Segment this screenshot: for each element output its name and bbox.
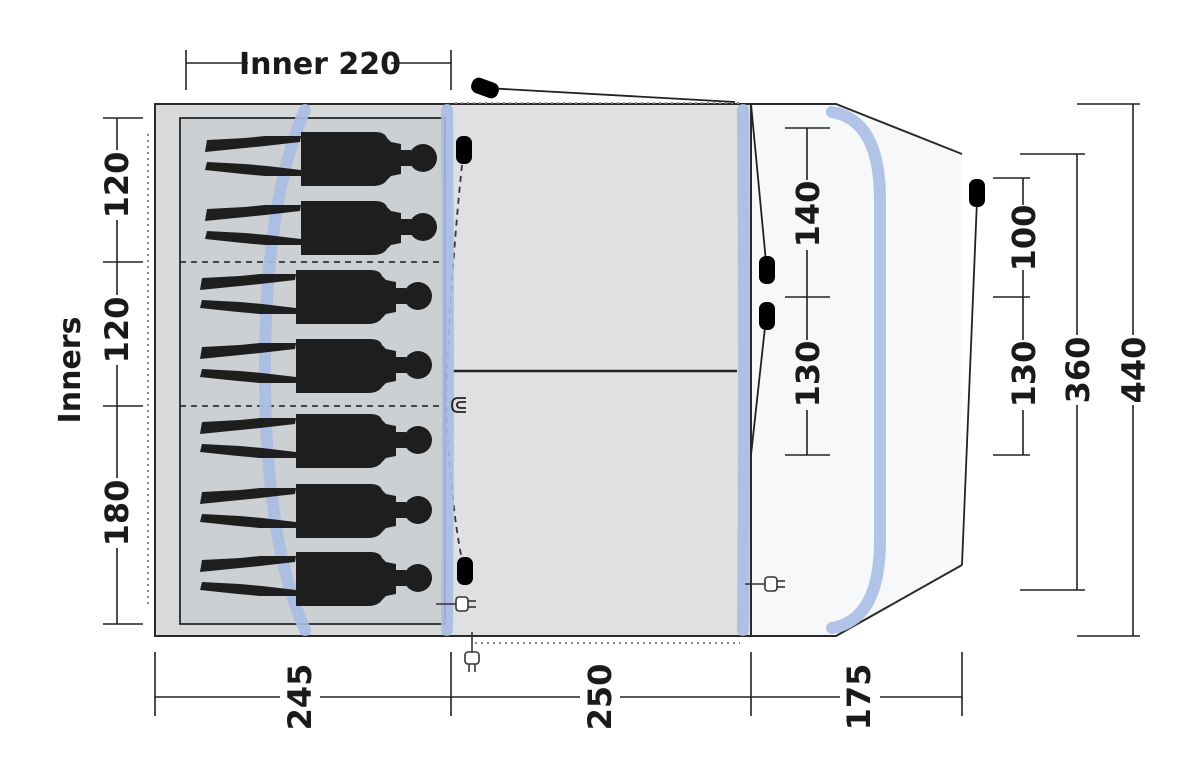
guy-line-porch-left [750,103,767,263]
dim-door-right-2: 130 [1005,341,1043,408]
peg-icon-top [469,75,501,101]
peg-icon-inner-bottom [457,557,473,585]
guy-line-porch-left-2 [750,317,767,456]
inner-width-label: Inner 220 [239,47,401,82]
dim-porch-length: 175 [840,664,878,731]
inners-label: Inners [53,317,88,424]
dim-door-2: 130 [789,341,827,408]
pole-2 [441,104,454,636]
dim-door-right-1: 100 [1005,205,1043,272]
porch-outline-bottom [751,564,963,637]
dim-door-1: 140 [789,181,827,248]
dim-living-length: 250 [581,664,619,731]
peg-icon-porch [969,179,985,207]
peg-icon-door-2 [759,302,775,330]
power-plug-icon-2 [464,631,480,673]
peg-icon-door-1 [759,256,775,284]
tie-back-icon [451,397,466,413]
peg-icon-inner-top [456,136,472,164]
porch-pole [826,106,886,634]
dim-bedroom-length: 245 [281,664,319,731]
dim-inner-2: 120 [98,297,136,364]
guy-line-porch-right [961,199,978,566]
porch-area [751,104,962,636]
dim-inner-1: 120 [98,152,136,219]
tent-outline [154,103,752,637]
guy-line-top [485,87,736,103]
dim-width-360: 360 [1059,337,1097,404]
dim-width-440: 440 [1115,337,1153,404]
dim-inner-3: 180 [98,480,136,547]
porch-outline [751,103,963,155]
pole-3 [737,104,750,636]
